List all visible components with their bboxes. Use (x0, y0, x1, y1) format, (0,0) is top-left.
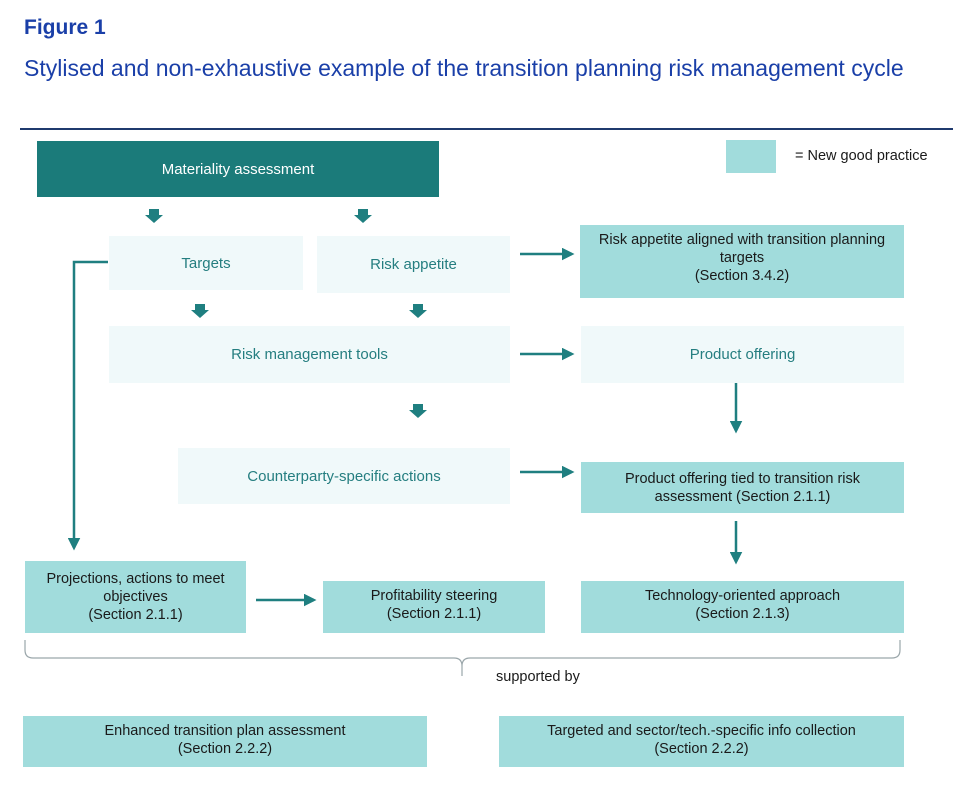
materiality-assessment-box: Materiality assessment (37, 141, 439, 197)
projections-text: Projections, actions to meet objectives (46, 571, 225, 605)
arrow-targets-projections (67, 260, 108, 551)
enhanced-assessment-text: Enhanced transition plan assessment (104, 723, 346, 739)
targets-box: Targets (109, 236, 303, 290)
figure-label: Figure 1 (24, 16, 106, 39)
product-tied-box: Product offering tied to transition risk… (581, 462, 904, 513)
risk-appetite-aligned-box: Risk appetite aligned with transition pl… (580, 225, 904, 298)
projections-box: Projections, actions to meet objectives … (25, 561, 246, 633)
projections-section: (Section 2.1.1) (88, 607, 183, 623)
enhanced-assessment-section: (Section 2.2.2) (177, 741, 273, 757)
targeted-info-box: Targeted and sector/tech.-specific info … (499, 716, 904, 767)
technology-section: (Section 2.1.3) (695, 606, 790, 622)
materiality-assessment-label: Materiality assessment (161, 160, 315, 178)
profitability-section: (Section 2.1.1) (386, 606, 482, 622)
counterparty-actions-label: Counterparty-specific actions (247, 467, 441, 485)
risk-appetite-aligned-text: Risk appetite aligned with transition pl… (598, 232, 886, 266)
figure-title: Stylised and non-exhaustive example of t… (24, 55, 904, 81)
product-offering-box: Product offering (581, 326, 904, 383)
block-arrow-tools-counterparty (409, 404, 427, 418)
block-arrow-appetite-tools (409, 304, 427, 318)
technology-box: Technology-oriented approach (Section 2.… (581, 581, 904, 633)
risk-management-tools-label: Risk management tools (231, 346, 388, 363)
supported-by-label: supported by (496, 669, 580, 685)
product-tied-text: Product offering tied to transition risk… (624, 470, 861, 505)
legend-swatch (726, 140, 776, 173)
targeted-info-section: (Section 2.2.2) (654, 741, 749, 757)
risk-appetite-label: Risk appetite (370, 256, 457, 273)
technology-text: Technology-oriented approach (644, 588, 841, 604)
title-divider (20, 128, 953, 130)
supported-by-brace (24, 640, 901, 676)
profitability-text: Profitability steering (370, 588, 498, 604)
block-arrow-materiality-appetite (354, 209, 372, 223)
risk-appetite-aligned-section: (Section 3.4.2) (694, 268, 790, 284)
legend-label: = New good practice (795, 148, 928, 164)
risk-appetite-box: Risk appetite (317, 236, 510, 293)
block-arrow-materiality-targets (145, 209, 163, 223)
targeted-info-text: Targeted and sector/tech.-specific info … (547, 723, 856, 739)
counterparty-actions-box: Counterparty-specific actions (178, 448, 510, 504)
enhanced-assessment-box: Enhanced transition plan assessment (Sec… (23, 716, 427, 767)
product-offering-label: Product offering (689, 346, 796, 363)
profitability-box: Profitability steering (Section 2.1.1) (323, 581, 545, 633)
block-arrow-targets-tools (191, 304, 209, 318)
targets-label: Targets (181, 254, 231, 272)
risk-management-tools-box: Risk management tools (109, 326, 510, 383)
